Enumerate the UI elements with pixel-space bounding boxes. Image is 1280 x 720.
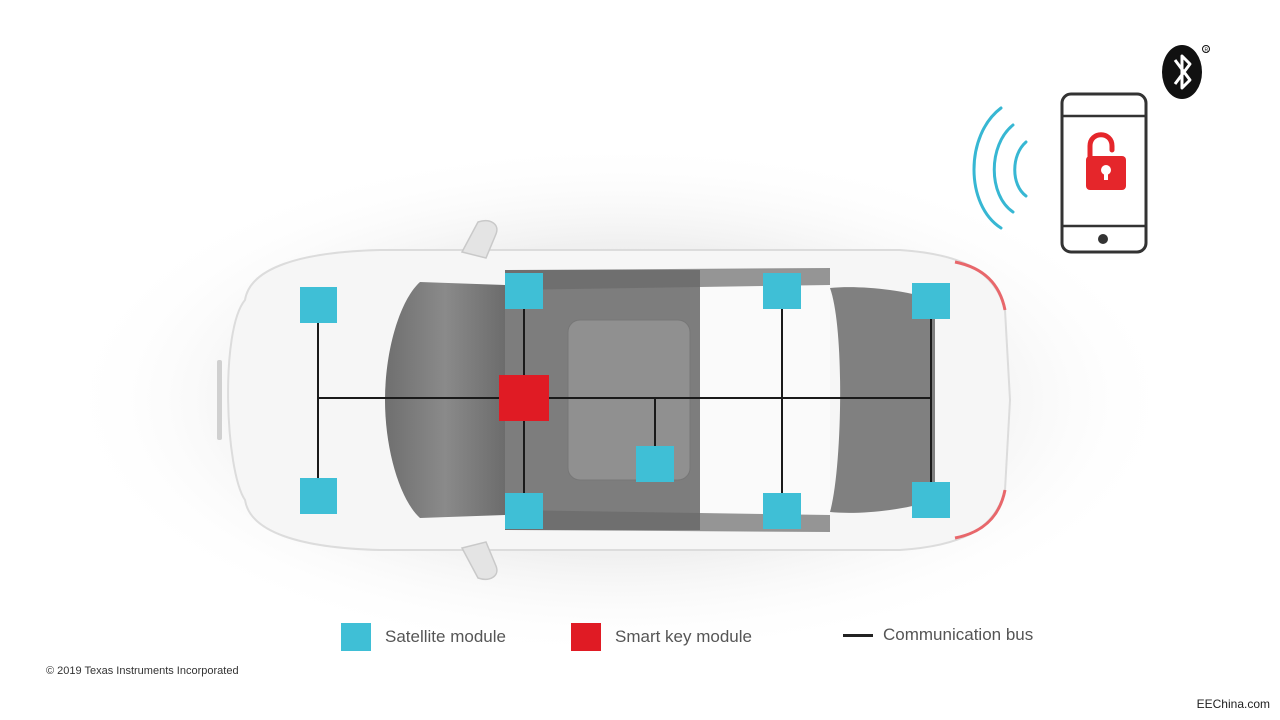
legend-smart-key: Smart key module bbox=[571, 623, 752, 651]
legend-bus: Communication bus bbox=[843, 625, 1033, 645]
satellite-module-front-door-right bbox=[505, 493, 543, 529]
tail-light-top bbox=[954, 260, 1007, 311]
car-top-view bbox=[217, 220, 1012, 580]
copyright-text: © 2019 Texas Instruments Incorporated bbox=[46, 665, 239, 677]
home-button bbox=[1098, 234, 1108, 244]
legend-satellite-label: Satellite module bbox=[385, 627, 506, 646]
windshield bbox=[385, 282, 505, 518]
legend-satellite: Satellite module bbox=[341, 623, 506, 651]
satellite-module-rear-door-right bbox=[763, 493, 801, 529]
satellite-module-rear-right bbox=[912, 482, 950, 518]
unlocked-padlock-icon bbox=[1086, 132, 1126, 190]
mirror-top bbox=[460, 220, 498, 259]
side-glass-top bbox=[505, 268, 830, 290]
legend-smart-key-label: Smart key module bbox=[615, 627, 752, 646]
satellite-module-front-door-left bbox=[505, 273, 543, 309]
legend-smart-key-swatch bbox=[571, 623, 601, 651]
legend-satellite-swatch bbox=[341, 623, 371, 651]
rear-cabin bbox=[700, 270, 830, 530]
satellite-module-front-left bbox=[300, 287, 337, 323]
svg-text:R: R bbox=[1205, 48, 1209, 54]
side-glass-bottom bbox=[505, 510, 830, 532]
tail-light-bottom bbox=[954, 489, 1007, 540]
rear-window bbox=[830, 287, 935, 513]
satellite-module-front-right bbox=[300, 478, 337, 514]
legend-bus-label: Communication bus bbox=[883, 625, 1034, 644]
satellite-module-rear-left bbox=[912, 283, 950, 319]
sunroof bbox=[567, 319, 691, 481]
satellite-modules bbox=[300, 273, 950, 529]
legend-bus-line bbox=[843, 633, 873, 637]
bluetooth-icon: R bbox=[1162, 45, 1210, 99]
mirror-bottom bbox=[460, 541, 498, 580]
satellite-module-rear-door-left bbox=[763, 273, 801, 309]
smart-key-module bbox=[499, 375, 549, 421]
front-bumper-edge bbox=[217, 360, 222, 440]
watermark-text: EEChina.com bbox=[1196, 697, 1270, 711]
satellite-module-center bbox=[636, 446, 674, 482]
wireless-signal-icon bbox=[972, 106, 1028, 230]
